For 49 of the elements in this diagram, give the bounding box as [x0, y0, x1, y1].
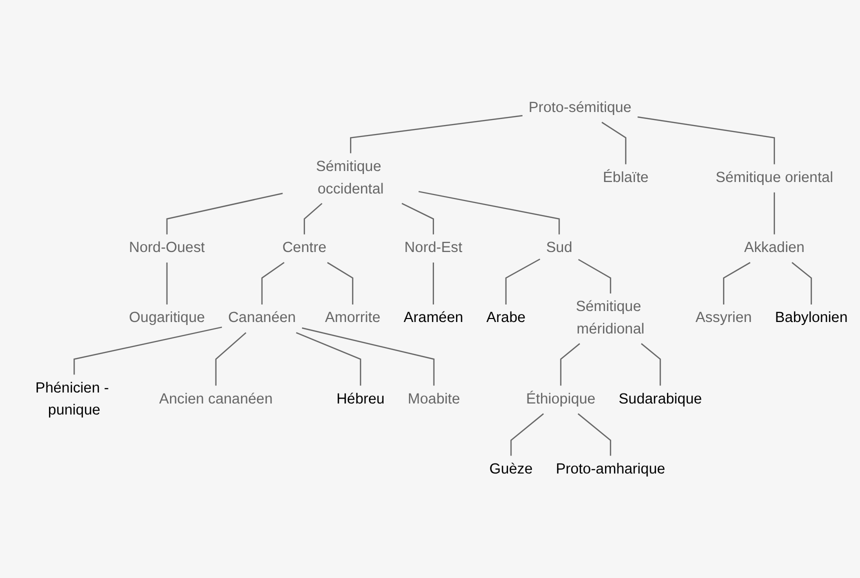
- tree-line: [327, 262, 354, 304]
- tree-line: [774, 192, 775, 234]
- tree-line: [166, 262, 168, 304]
- language-name: Sudarabique: [618, 391, 702, 408]
- tree-line: [792, 262, 812, 304]
- tree-line: [432, 262, 434, 304]
- language-name: Proto-amharique: [556, 461, 666, 478]
- language-name: Sud: [546, 240, 572, 256]
- language-name: Éblaïte: [602, 170, 649, 186]
- language-name: Cananéen: [228, 310, 296, 326]
- tree-line: [602, 122, 626, 164]
- tree-line: [402, 202, 434, 234]
- tree-line: [302, 327, 435, 386]
- language-name: Phénicien - punique: [35, 380, 109, 418]
- tree-line: [418, 190, 560, 234]
- language-name: Assyrien: [696, 310, 752, 326]
- tree-line: [166, 192, 283, 234]
- language-name: Nord-Ouest: [129, 240, 205, 256]
- language-name: Hébreu: [336, 391, 385, 408]
- language-name: Moabite: [408, 391, 460, 408]
- language-name: Ancien cananéen: [159, 391, 273, 408]
- language-name: Babylonien: [774, 310, 848, 326]
- tree-line: [560, 343, 580, 386]
- language-name: Arabe: [486, 310, 526, 326]
- tree-line: [304, 202, 322, 234]
- tree-line: [723, 262, 750, 304]
- tree-line: [74, 326, 222, 375]
- language-name: Akkadien: [744, 240, 805, 256]
- language-name: Amorrite: [324, 310, 380, 326]
- language-name: Araméen: [404, 310, 464, 326]
- tree-line: [578, 413, 612, 456]
- tree-line: [640, 343, 661, 386]
- language-name: Éthiopique: [526, 391, 596, 408]
- language-name: Guèze: [489, 461, 533, 478]
- language-name: Sémitique oriental: [716, 170, 834, 186]
- tree-line: [638, 116, 775, 164]
- tree-line: [510, 413, 544, 456]
- tree-line: [296, 332, 362, 386]
- language-name: Proto-sémitique: [528, 100, 632, 116]
- language-name: Centre: [282, 240, 326, 256]
- language-name: Sémitique occidental: [316, 158, 384, 197]
- tree-line: [261, 262, 284, 304]
- language-name: Nord-Est: [404, 240, 462, 256]
- tree-line: [215, 332, 246, 386]
- language-name: Ougaritique: [129, 310, 205, 326]
- tree-line: [505, 258, 540, 304]
- tree-line: [578, 258, 612, 294]
- language-name: Sémitique méridional: [576, 298, 644, 338]
- tree-line: [350, 115, 523, 154]
